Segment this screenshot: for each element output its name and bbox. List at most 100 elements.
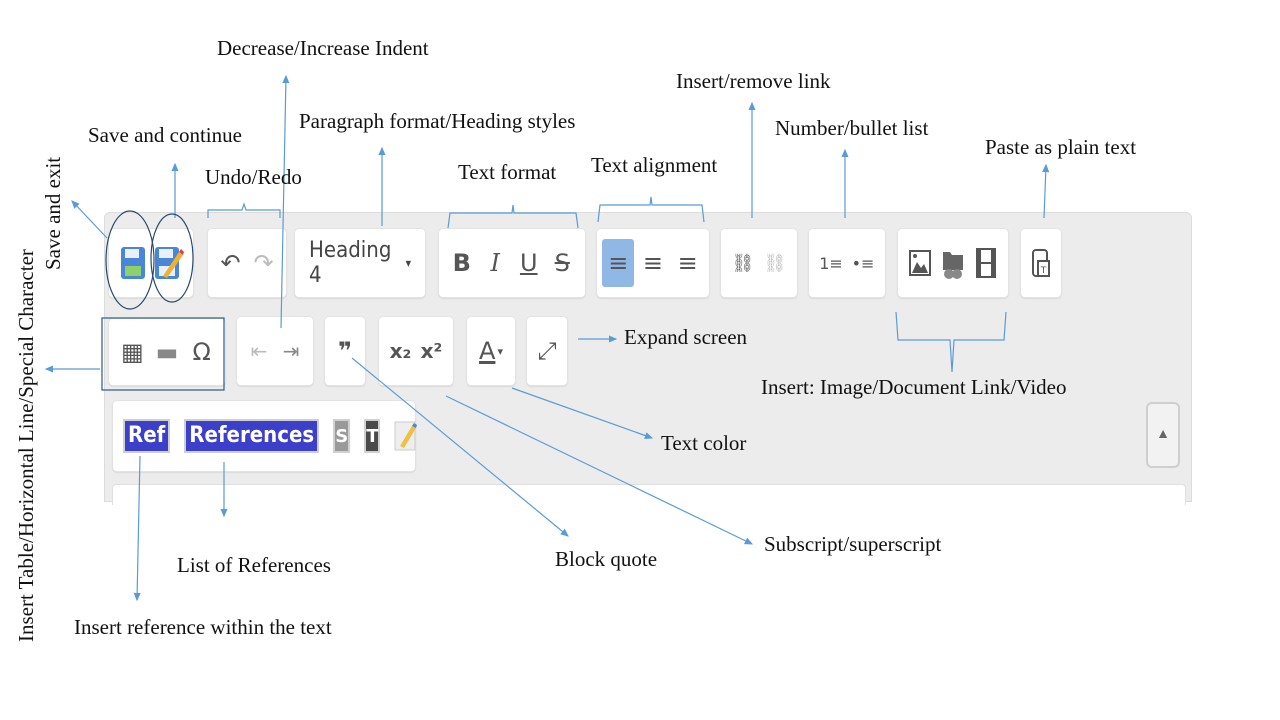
label-insert-media: Insert: Image/Document Link/Video <box>761 375 1067 399</box>
label-save-continue: Save and continue <box>88 123 242 147</box>
save-continue-button[interactable] <box>153 239 185 287</box>
decrease-indent-button[interactable]: ⇤ <box>243 327 275 375</box>
align-right-icon: ≡ <box>677 249 698 277</box>
insert-image-button[interactable] <box>904 239 936 287</box>
image-icon <box>909 250 932 276</box>
horizontal-line-button[interactable]: ▬ <box>151 328 183 376</box>
label-paragraph-format: Paragraph format/Heading styles <box>299 109 576 133</box>
heading-style-select[interactable]: Heading 4 ▾ <box>301 238 419 288</box>
label-decrease-increase-indent: Decrease/Increase Indent <box>217 36 429 60</box>
redo-icon: ↷ <box>253 249 274 277</box>
label-undo-redo: Undo/Redo <box>205 165 302 189</box>
label-insert-reference: Insert reference within the text <box>74 615 332 639</box>
indent-icon: ⇥ <box>282 339 300 363</box>
align-left-icon: ≡ <box>608 249 629 277</box>
arrow-save-exit <box>71 200 108 239</box>
chevron-down-icon: ▾ <box>497 344 503 358</box>
list-group: 1≡ •≡ <box>808 228 886 298</box>
strikethrough-button[interactable]: S <box>546 239 578 287</box>
text-color-button[interactable]: A ▾ <box>469 327 513 375</box>
link-group: ⛓ ⛓ <box>720 228 798 298</box>
indent-group: ⇤ ⇥ <box>236 316 314 386</box>
text-color-group: A ▾ <box>466 316 516 386</box>
strikethrough-icon: S <box>554 249 570 277</box>
insert-table-group: ▦ ▬ Ω <box>108 318 226 386</box>
references-group: Ref References S T <box>112 400 418 472</box>
align-right-button[interactable]: ≡ <box>672 239 704 287</box>
document-folder-icon <box>942 252 963 279</box>
paste-plain-text-button[interactable]: T <box>1025 239 1057 287</box>
paste-group: T <box>1020 228 1062 298</box>
edit-note-button[interactable] <box>394 412 418 460</box>
outdent-icon: ⇤ <box>250 339 268 363</box>
subscript-button[interactable]: x₂ <box>385 327 416 375</box>
horizontal-line-icon: ▬ <box>155 338 179 366</box>
editor-content-area[interactable] <box>112 484 1186 505</box>
subscript-icon: x₂ <box>389 339 412 363</box>
label-block-quote: Block quote <box>555 547 658 571</box>
insert-link-button[interactable]: ⛓ <box>727 239 759 287</box>
svg-text:T: T <box>1040 266 1047 276</box>
triangle-up-icon: ▲ <box>1156 427 1170 442</box>
numbered-list-button[interactable]: 1≡ <box>815 239 847 287</box>
chevron-down-icon: ▾ <box>405 256 411 270</box>
insert-media-group <box>897 228 1009 298</box>
undo-button[interactable]: ↶ <box>215 239 247 287</box>
bold-button[interactable]: B <box>446 239 478 287</box>
insert-table-button[interactable]: ▦ <box>116 328 148 376</box>
label-text-color: Text color <box>661 431 747 455</box>
label-insert-table: Insert Table/Horizontal Line/Special Cha… <box>14 249 38 642</box>
label-subscript-superscript: Subscript/superscript <box>764 532 942 556</box>
clipboard-text-icon: T <box>1032 249 1050 277</box>
save-exit-button[interactable] <box>117 239 149 287</box>
align-center-icon: ≡ <box>642 249 664 277</box>
floppy-disk-icon <box>121 247 145 279</box>
collapse-toolbar-button[interactable]: ▲ <box>1146 402 1180 468</box>
maximize-button[interactable]: ⤢ <box>531 327 563 375</box>
redo-button[interactable]: ↷ <box>248 239 280 287</box>
increase-indent-button[interactable]: ⇥ <box>275 327 307 375</box>
text-format-group: B I U S <box>438 228 586 298</box>
s-button[interactable]: S <box>333 419 351 453</box>
bullet-list-icon: •≡ <box>851 253 875 273</box>
special-character-button[interactable]: Ω <box>186 328 218 376</box>
expand-icon: ⤢ <box>537 337 557 365</box>
underline-button[interactable]: U <box>513 239 545 287</box>
list-of-references-button[interactable]: References <box>184 419 320 453</box>
heading-select-value: Heading 4 <box>309 238 392 288</box>
arrow-paste <box>1042 163 1050 219</box>
quote-icon: ❞ <box>337 337 353 365</box>
undo-icon: ↶ <box>220 249 241 277</box>
insert-document-link-button[interactable] <box>937 239 969 287</box>
bold-icon: B <box>452 249 471 277</box>
link-icon: ⛓ <box>731 252 755 274</box>
film-strip-icon <box>975 248 996 278</box>
blockquote-group: ❞ <box>324 316 366 386</box>
label-number-bullet-list: Number/bullet list <box>775 116 929 140</box>
floppy-pencil-icon <box>155 247 184 279</box>
underline-icon: U <box>519 249 538 277</box>
label-text-alignment: Text alignment <box>591 153 718 177</box>
note-pencil-icon <box>394 421 418 451</box>
italic-button[interactable]: I <box>479 239 511 287</box>
superscript-icon: x² <box>420 339 443 363</box>
label-text-format: Text format <box>458 160 557 184</box>
t-button[interactable]: T <box>364 419 381 453</box>
script-group: x₂ x² <box>378 316 454 386</box>
label-expand-screen: Expand screen <box>624 325 748 349</box>
label-insert-remove-link: Insert/remove link <box>676 69 831 93</box>
align-left-button[interactable]: ≡ <box>602 239 635 287</box>
save-group <box>108 228 194 298</box>
undo-redo-group: ↶ ↷ <box>207 228 287 298</box>
insert-reference-button[interactable]: Ref <box>123 419 171 453</box>
text-color-icon: A <box>479 337 496 365</box>
numbered-list-icon: 1≡ <box>819 253 843 273</box>
superscript-button[interactable]: x² <box>416 327 447 375</box>
table-icon: ▦ <box>120 338 144 366</box>
align-center-button[interactable]: ≡ <box>637 239 669 287</box>
blockquote-button[interactable]: ❞ <box>329 327 361 375</box>
remove-link-button[interactable]: ⛓ <box>759 239 791 287</box>
bullet-list-button[interactable]: •≡ <box>847 239 879 287</box>
label-paste-plain-text: Paste as plain text <box>985 135 1137 159</box>
insert-video-button[interactable] <box>970 239 1002 287</box>
